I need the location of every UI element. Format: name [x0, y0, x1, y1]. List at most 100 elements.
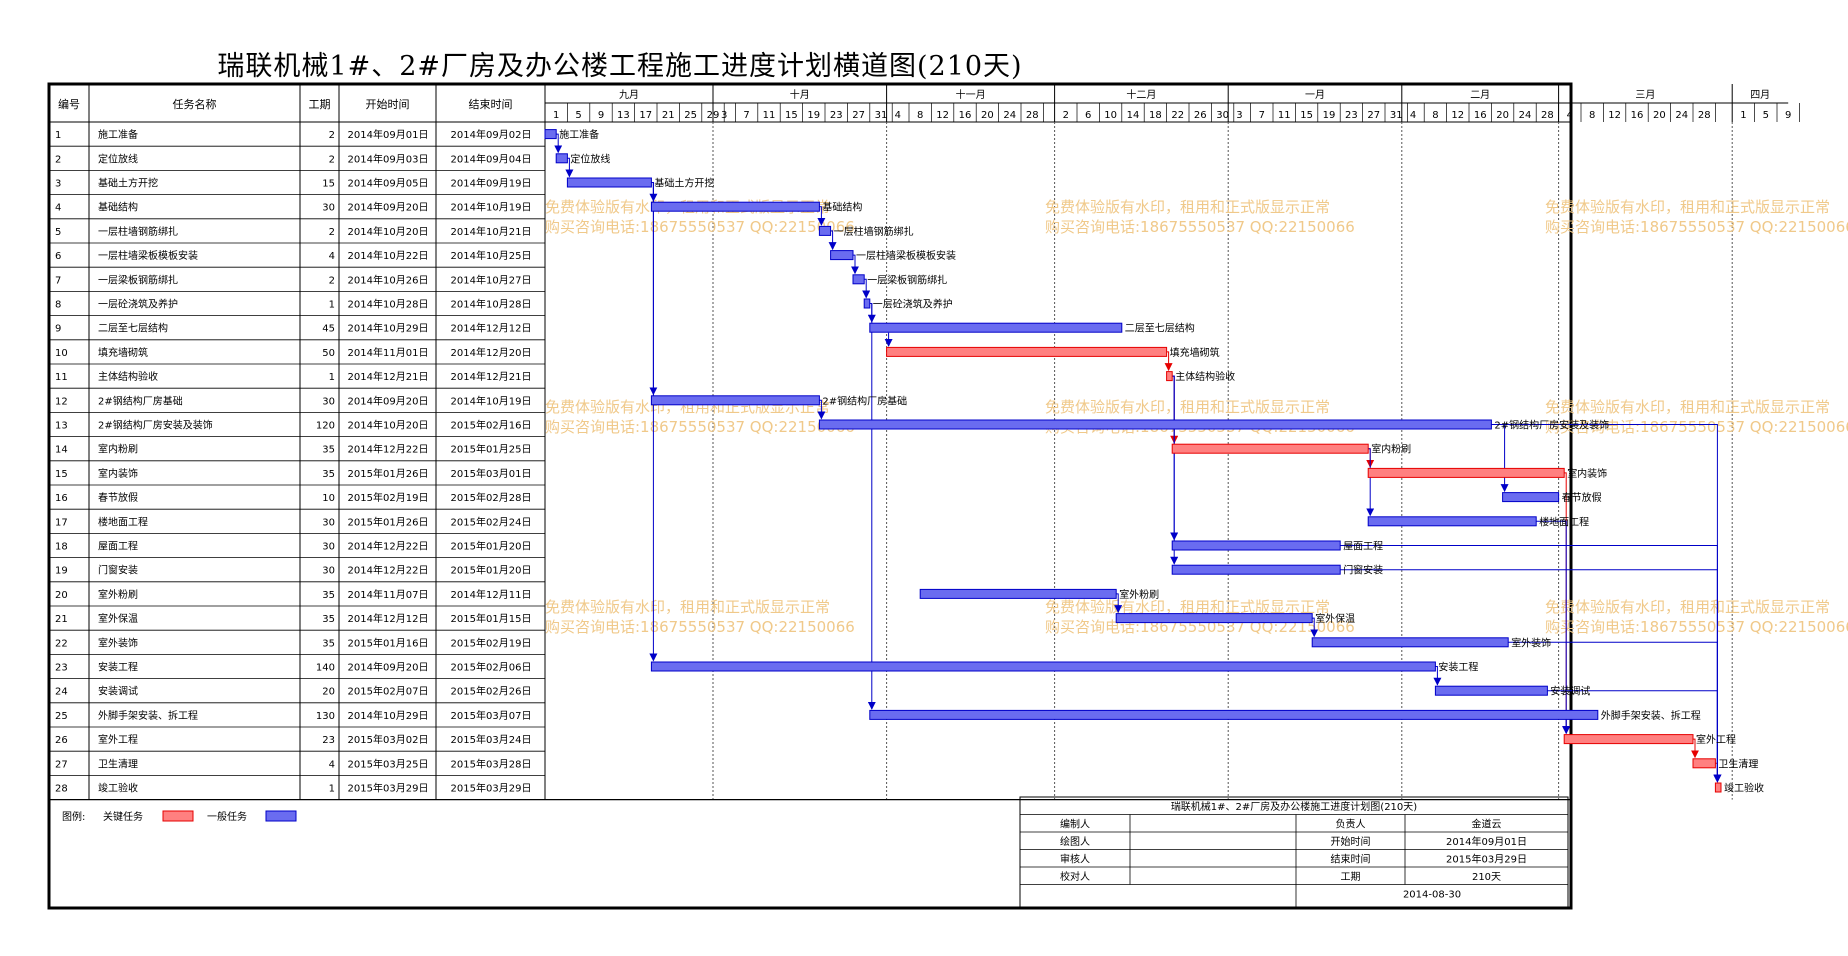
task-bar-label: 室外工程	[1696, 733, 1736, 746]
dependency-link	[1310, 617, 1319, 638]
day-tick-label: 8	[917, 110, 923, 121]
dependency-link	[1691, 738, 1699, 759]
day-tick-label: 28	[1541, 110, 1554, 121]
day-tick-label: 11	[1278, 110, 1291, 121]
task-name: 室内装饰	[98, 467, 138, 480]
task-no: 9	[55, 324, 61, 335]
task-bar-label: 一层柱墙钢筋绑扎	[834, 225, 914, 238]
day-tick-label: 20	[981, 110, 994, 121]
task-name: 基础土方开挖	[98, 177, 158, 190]
task-name: 一层柱墙梁板模板安装	[98, 249, 198, 262]
watermark-text: 购买咨询电话:18675550537 QQ:22150066	[545, 418, 855, 436]
dependency-link	[554, 133, 563, 154]
task-bar-label: 楼地面工程	[1539, 515, 1589, 528]
task-name: 春节放假	[98, 491, 138, 504]
task-no: 18	[55, 542, 68, 553]
task-duration: 120	[316, 421, 335, 432]
task-bar-label: 室内粉刷	[1371, 443, 1411, 456]
day-tick-label: 1	[1740, 110, 1746, 121]
task-end: 2014年10月27日	[451, 273, 532, 286]
task-name: 竣工验收	[98, 782, 138, 795]
task-no: 6	[55, 251, 61, 262]
task-bar-label: 室外粉刷	[1119, 588, 1159, 601]
task-no: 13	[55, 421, 68, 432]
task-bar	[830, 250, 854, 261]
column-header-end: 结束时间	[469, 98, 513, 111]
dependency-link	[1491, 424, 1509, 493]
legend-critical-swatch	[162, 810, 194, 822]
task-name: 一层梁板钢筋绑扎	[98, 273, 178, 286]
task-bar-label: 安装调试	[1550, 685, 1590, 698]
task-end: 2015年03月28日	[451, 757, 532, 770]
task-duration: 35	[322, 590, 335, 601]
task-duration: 50	[322, 348, 335, 359]
dependency-link	[1114, 593, 1123, 614]
day-tick-label: 7	[743, 110, 749, 121]
task-start: 2015年03月02日	[348, 733, 429, 746]
task-bar	[650, 395, 820, 406]
outer-frame	[47, 82, 1573, 910]
task-name: 室外保温	[98, 612, 138, 625]
task-duration: 20	[322, 687, 335, 698]
day-tick-label: 4	[1410, 110, 1416, 121]
day-tick-label: 10	[1104, 110, 1117, 121]
task-bar-label: 室外保温	[1315, 612, 1355, 625]
task-duration: 35	[322, 469, 335, 480]
task-no: 3	[55, 179, 61, 190]
column-header-name: 任务名称	[173, 97, 217, 111]
day-tick-label: 9	[598, 110, 604, 121]
dependency-link	[851, 254, 859, 275]
watermark-text: 免费体验版有水印，租用和正式版显示正常	[1045, 398, 1330, 416]
task-no: 7	[55, 275, 61, 286]
dependency-link	[1433, 666, 1442, 686]
task-start: 2014年10月29日	[348, 322, 429, 335]
watermark-text: 免费体验版有水印，租用和正式版显示正常	[1545, 398, 1830, 416]
task-end: 2014年10月25日	[451, 249, 532, 262]
dependency-link	[867, 303, 876, 710]
day-tick-label: 31	[875, 110, 888, 121]
task-end: 2015年01月20日	[451, 564, 532, 577]
day-tick-label: 28	[1026, 110, 1039, 121]
task-bar	[1311, 637, 1509, 648]
titleblock-cell: 校对人	[1060, 870, 1090, 883]
task-end: 2014年10月21日	[451, 225, 532, 238]
page-title: 瑞联机械1#、2#厂房及办公楼工程施工进度计划横道图(210天)	[217, 51, 1023, 82]
task-duration: 30	[322, 566, 335, 577]
task-bar-label: 门窗安装	[1343, 564, 1383, 577]
task-start: 2015年01月16日	[348, 636, 429, 649]
watermark-text: 购买咨询电话:18675550537 QQ:22150066	[1545, 218, 1848, 236]
titleblock-title: 瑞联机械1#、2#厂房及办公楼施工进度计划图(210天)	[1171, 800, 1417, 813]
task-duration: 45	[322, 324, 335, 335]
task-end: 2014年12月21日	[451, 370, 532, 383]
day-tick-label: 1	[553, 110, 559, 121]
task-bar-label: 室内装饰	[1567, 467, 1607, 480]
task-name: 2#钢结构厂房基础	[98, 394, 183, 407]
watermark-text: 购买咨询电话:18675550537 QQ:22150066	[1045, 218, 1355, 236]
day-tick-label: 16	[1474, 110, 1487, 121]
task-bar	[852, 274, 865, 285]
month-label: 九月	[619, 89, 639, 101]
day-tick-label: 11	[763, 110, 776, 121]
task-start: 2015年01月26日	[348, 515, 429, 528]
day-tick-label: 23	[830, 110, 843, 121]
task-bar	[1367, 516, 1537, 527]
task-bar-label: 主体结构验收	[1175, 370, 1235, 383]
task-end: 2014年09月19日	[451, 177, 532, 190]
task-start: 2014年11月07日	[348, 588, 429, 601]
legend-normal-label: 一般任务	[207, 810, 247, 823]
task-end: 2014年09月02日	[451, 128, 532, 141]
task-end: 2015年03月07日	[451, 709, 532, 722]
task-bar	[1171, 564, 1341, 575]
dependency-link	[649, 182, 658, 662]
task-bar-label: 室外装饰	[1511, 636, 1551, 649]
day-tick-label: 26	[1194, 110, 1207, 121]
task-duration: 2	[329, 275, 335, 286]
dependency-link	[862, 278, 871, 299]
watermark-text: 免费体验版有水印，租用和正式版显示正常	[545, 598, 830, 616]
task-no: 4	[55, 203, 61, 214]
task-bar-label: 基础结构	[822, 201, 862, 214]
task-bar	[818, 419, 1492, 430]
task-bar	[1171, 540, 1341, 551]
day-tick-label: 28	[1698, 110, 1711, 121]
day-tick-label: 16	[959, 110, 972, 121]
